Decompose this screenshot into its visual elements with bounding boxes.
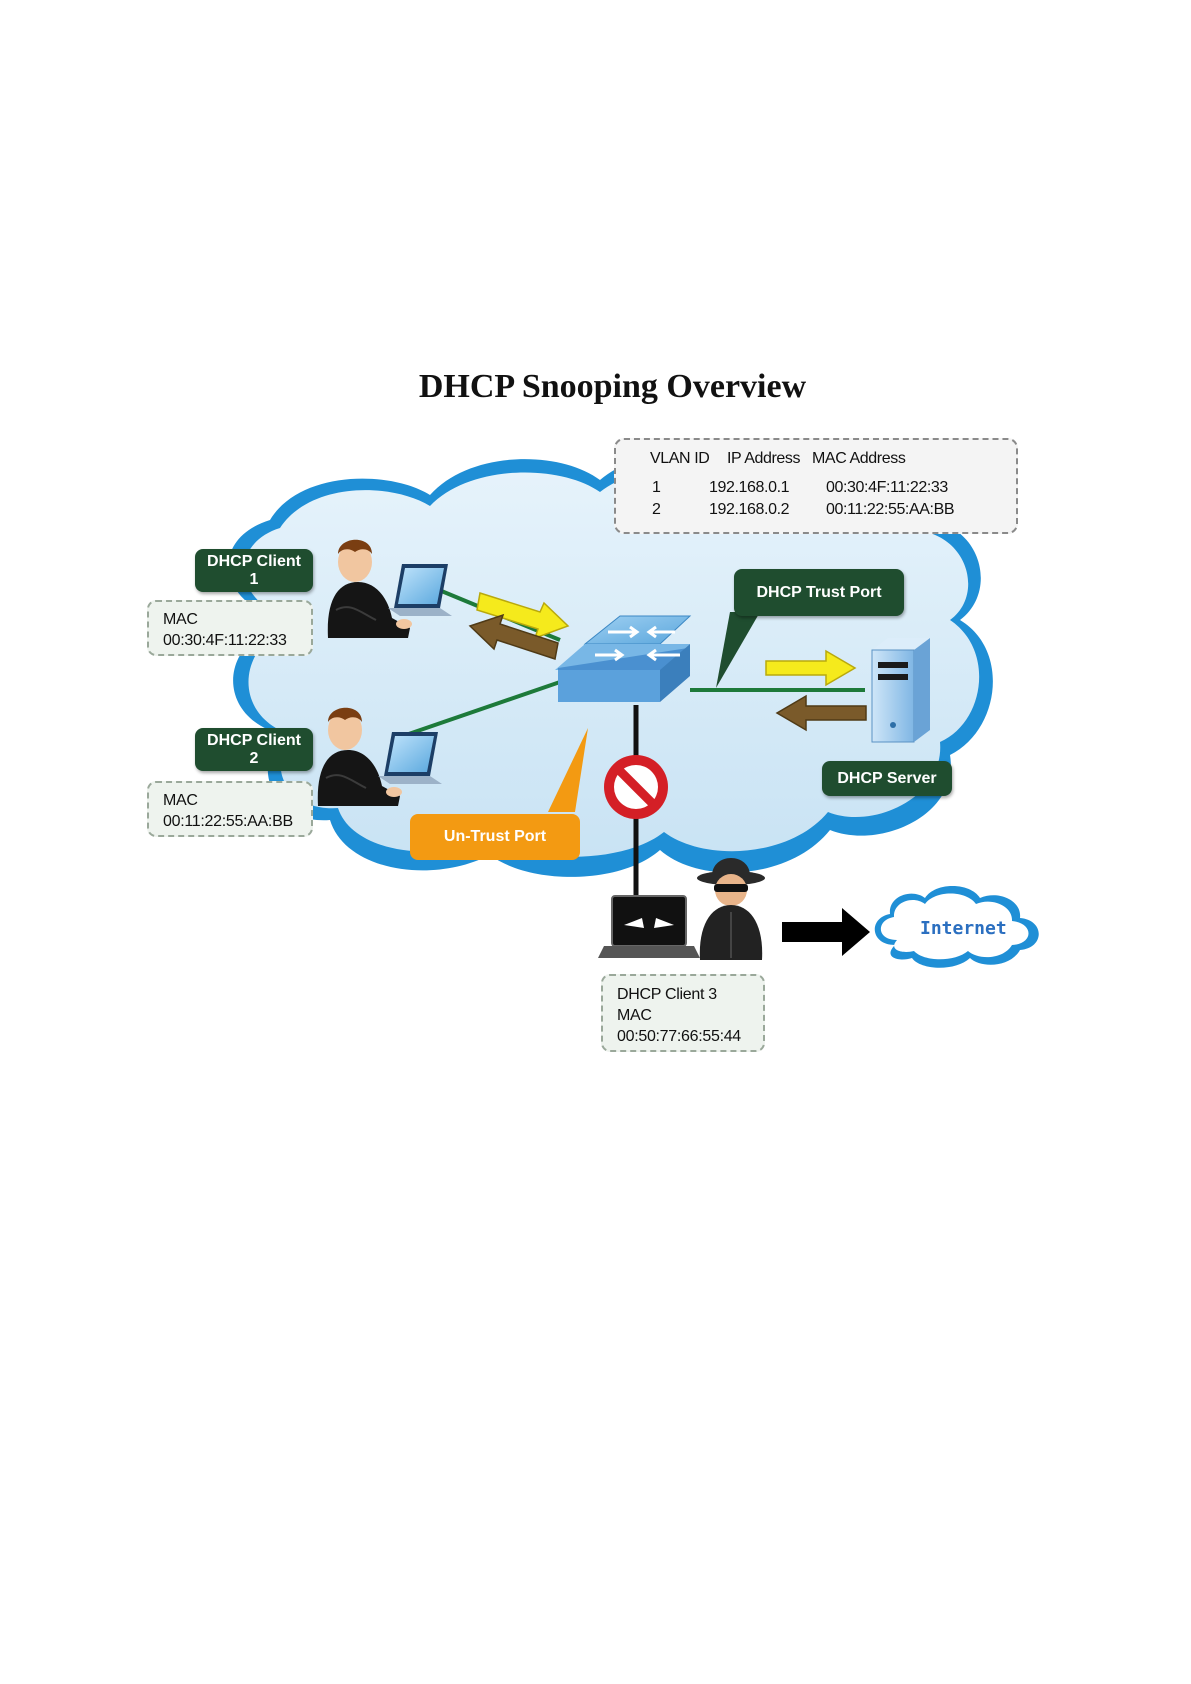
row2-ip: 192.168.0.2 <box>709 501 789 519</box>
row2-vlan: 2 <box>652 501 661 519</box>
to-internet-arrow-icon <box>782 908 870 956</box>
internet-label: Internet <box>920 918 1007 939</box>
header-mac-address: MAC Address <box>812 450 905 468</box>
trust-port-label: DHCP Trust Port <box>734 569 904 616</box>
no-entry-icon <box>604 755 668 819</box>
malicious-laptop-icon <box>598 896 700 958</box>
client2-mac-value: 00:11:22:55:AA:BB <box>163 811 311 832</box>
row2-mac: 00:11:22:55:AA:BB <box>826 501 954 519</box>
untrust-port-label: Un-Trust Port <box>410 814 580 860</box>
client2-label-line1: DHCP Client <box>195 732 313 750</box>
header-vlan-id: VLAN ID <box>650 450 709 468</box>
server-icon <box>872 638 930 742</box>
server-label: DHCP Server <box>822 761 952 796</box>
client1-label-line1: DHCP Client <box>195 553 313 571</box>
client3-mac-value: 00:50:77:66:55:44 <box>617 1026 763 1047</box>
client3-mac-label: MAC <box>617 1005 763 1026</box>
client1-label-line2: 1 <box>195 571 313 589</box>
client2-mac-label: MAC <box>163 790 311 811</box>
row1-mac: 00:30:4F:11:22:33 <box>826 479 948 497</box>
header-ip-address: IP Address <box>727 450 800 468</box>
row1-ip: 192.168.0.1 <box>709 479 789 497</box>
client1-label: DHCP Client 1 <box>195 549 313 592</box>
client2-label-line2: 2 <box>195 750 313 768</box>
client1-mac-value: 00:30:4F:11:22:33 <box>163 630 311 651</box>
client2-mac-box: MAC 00:11:22:55:AA:BB <box>147 781 313 837</box>
row1-vlan: 1 <box>652 479 661 497</box>
client3-label: DHCP Client 3 <box>617 984 763 1005</box>
hacker-icon <box>697 858 765 960</box>
client1-mac-box: MAC 00:30:4F:11:22:33 <box>147 600 313 656</box>
client2-label: DHCP Client 2 <box>195 728 313 771</box>
client1-mac-label: MAC <box>163 609 311 630</box>
client3-box: DHCP Client 3 MAC 00:50:77:66:55:44 <box>601 974 765 1052</box>
